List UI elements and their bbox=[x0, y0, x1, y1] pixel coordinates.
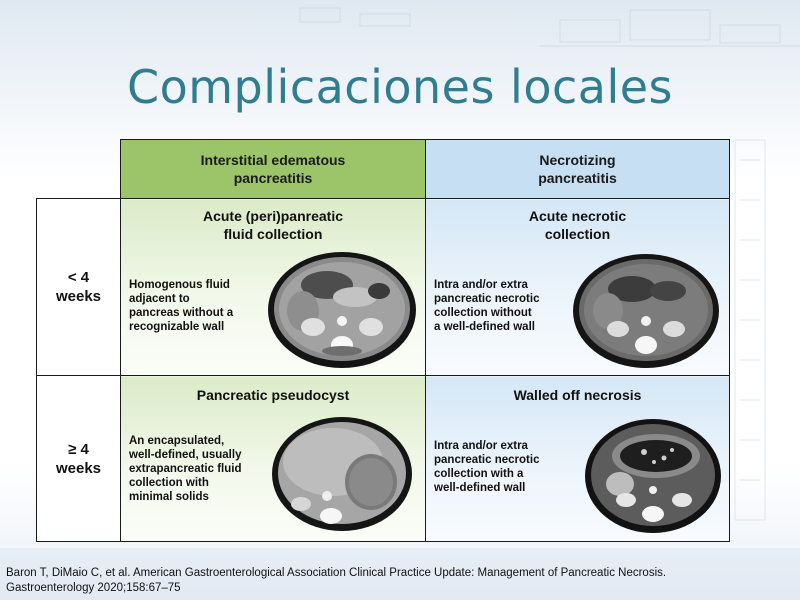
cell-description: Homogenous fluid adjacent to pancreas wi… bbox=[129, 278, 233, 334]
citation-line: Gastroenterology 2020;158:67–75 bbox=[6, 582, 181, 594]
cell-description: An encapsulated, well-defined, usually e… bbox=[129, 434, 241, 504]
cell-title-line: Acute necrotic bbox=[528, 208, 627, 224]
row-label-greater-equal-4-weeks: ≥ 4 weeks bbox=[36, 375, 121, 542]
cell-description: Intra and/or extra pancreatic necrotic c… bbox=[434, 278, 539, 334]
desc-line: collection with bbox=[129, 477, 209, 489]
citation: Baron T, DiMaio C, et al. American Gastr… bbox=[6, 566, 796, 596]
desc-line: a well-defined wall bbox=[434, 321, 535, 333]
desc-line: pancreatic necrotic bbox=[434, 293, 540, 305]
header-line: Interstitial edematous bbox=[200, 152, 346, 168]
row-label-line: ≥ 4 bbox=[68, 440, 89, 458]
header-line: pancreatitis bbox=[538, 170, 617, 186]
cell-title-line: fluid collection bbox=[223, 226, 323, 242]
cell-title: Acute (peri)panreatic fluid collection bbox=[121, 207, 425, 243]
ct-scan-image bbox=[573, 254, 719, 368]
header-line: Necrotizing bbox=[539, 152, 616, 168]
cell-title: Pancreatic pseudocyst bbox=[121, 386, 425, 404]
row-label-line: weeks bbox=[55, 459, 102, 477]
ct-scan-image bbox=[585, 419, 721, 533]
cell-title: Walled off necrosis bbox=[426, 386, 729, 404]
desc-line: extrapancreatic fluid bbox=[129, 463, 242, 475]
cell-title-line: collection bbox=[544, 226, 611, 242]
desc-line: Intra and/or extra bbox=[434, 279, 528, 291]
desc-line: recognizable wall bbox=[129, 321, 225, 333]
cell-title-line: Acute (peri)panreatic bbox=[202, 208, 344, 224]
ct-scan-image bbox=[272, 417, 412, 531]
cell-title: Acute necrotic collection bbox=[426, 207, 729, 243]
table-corner bbox=[37, 140, 121, 199]
cell-walled-off-necrosis: Walled off necrosis Intra and/or extra p… bbox=[425, 375, 730, 542]
ct-scan-image bbox=[268, 252, 416, 368]
desc-line: collection without bbox=[434, 307, 532, 319]
cell-acute-peripancreatic-fluid-collection: Acute (peri)panreatic fluid collection H… bbox=[120, 198, 426, 376]
header-interstitial-edematous: Interstitial edematous pancreatitis bbox=[120, 139, 426, 199]
row-label-line: < 4 bbox=[67, 269, 90, 286]
cell-description: Intra and/or extra pancreatic necrotic c… bbox=[434, 439, 539, 495]
desc-line: An encapsulated, bbox=[129, 435, 225, 447]
desc-line: Homogenous fluid bbox=[129, 279, 230, 291]
cell-pancreatic-pseudocyst: Pancreatic pseudocyst An encapsulated, w… bbox=[120, 375, 426, 542]
desc-line: pancreatic necrotic bbox=[434, 454, 540, 466]
desc-line: well-defined, usually bbox=[129, 449, 242, 461]
desc-line: minimal solids bbox=[129, 491, 209, 503]
header-line: pancreatitis bbox=[233, 170, 313, 186]
row-label-line: weeks bbox=[55, 288, 102, 305]
cell-title-line: Walled off necrosis bbox=[513, 387, 642, 403]
row-label-less-4-weeks: < 4 weeks bbox=[36, 198, 121, 376]
cell-title-line: Pancreatic pseudocyst bbox=[196, 387, 350, 403]
desc-line: pancreas without a bbox=[129, 307, 234, 319]
complications-table: Interstitial edematous pancreatitis Necr… bbox=[36, 139, 730, 542]
citation-line: Baron T, DiMaio C, et al. American Gastr… bbox=[6, 567, 667, 579]
cell-acute-necrotic-collection: Acute necrotic collection Intra and/or e… bbox=[425, 198, 730, 376]
desc-line: well-defined wall bbox=[434, 482, 526, 494]
desc-line: collection with a bbox=[434, 468, 524, 480]
header-necrotizing: Necrotizing pancreatitis bbox=[425, 139, 730, 199]
desc-line: adjacent to bbox=[129, 293, 190, 305]
slide-title: Complicaciones locales bbox=[126, 60, 674, 114]
desc-line: Intra and/or extra bbox=[434, 440, 528, 452]
